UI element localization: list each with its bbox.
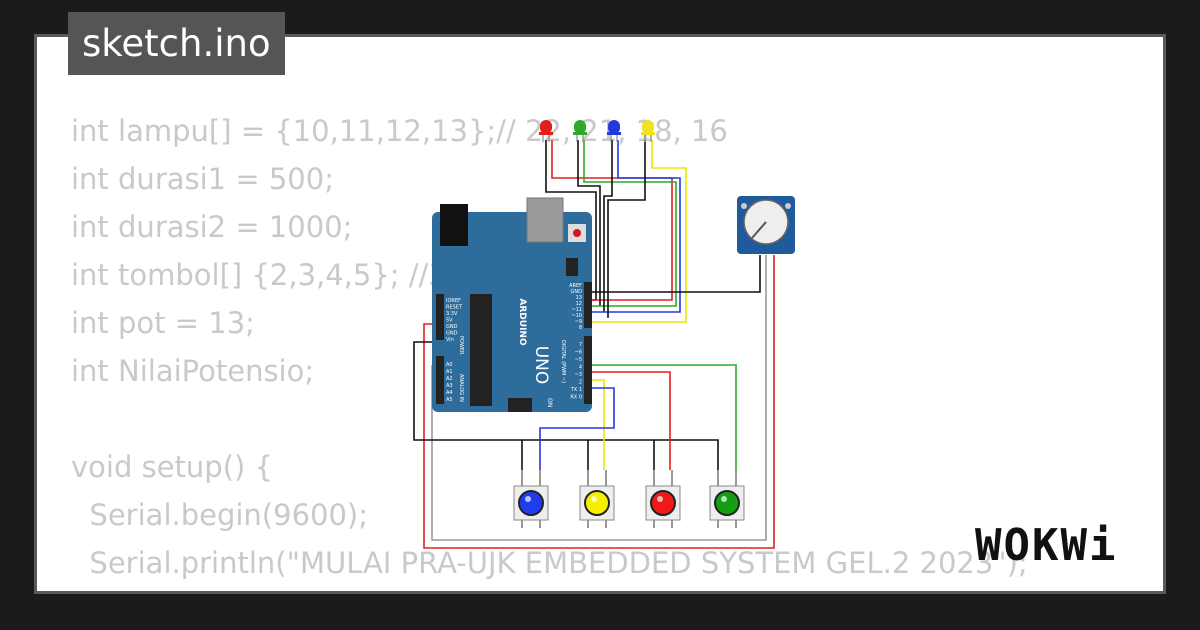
analog-label: ANALOG IN <box>458 374 464 402</box>
pin-label: A0 <box>446 362 453 368</box>
pin-label: 13 <box>576 295 582 301</box>
pin-label: A3 <box>446 383 453 389</box>
board-model-label: UNO <box>531 346 551 385</box>
red-led <box>539 120 553 142</box>
pin-label: RESET <box>446 305 463 311</box>
code-line: int tombol[] {2,3,4,5}; //3 <box>71 258 447 292</box>
pin-label: ~3 <box>575 372 582 378</box>
pin-label: RX 0 <box>570 395 582 401</box>
code-line: int pot = 13; <box>71 306 255 340</box>
file-title: sketch.ino <box>68 12 285 75</box>
red-pushbutton[interactable] <box>645 470 681 528</box>
pin-label: Vin <box>446 337 454 343</box>
green-led <box>573 120 587 142</box>
chip <box>470 294 492 406</box>
pin-label: A2 <box>446 376 453 382</box>
pin-label: ~10 <box>571 313 582 319</box>
pin-label: GND <box>571 289 583 295</box>
code-line: int durasi1 = 500; <box>71 162 334 196</box>
code-line: void setup() { <box>71 450 273 484</box>
pin-label: A4 <box>446 390 453 396</box>
pin-label: 4 <box>579 365 582 371</box>
pin-label: TX 1 <box>570 387 582 393</box>
yellow-led <box>641 120 655 142</box>
pin-label: ~6 <box>575 350 582 356</box>
digital-label: DIGITAL (PWM ~) <box>560 340 566 383</box>
pin-label: AREF <box>569 283 582 289</box>
pin-label: A1 <box>446 369 453 375</box>
code-line: Serial.begin(9600); <box>71 498 369 532</box>
pin-label: 8 <box>579 325 582 331</box>
power-label: POWER <box>458 336 464 355</box>
pin-label: ~5 <box>575 357 582 363</box>
pin-label: ~9 <box>575 319 582 325</box>
code-line: Serial.println("MULAI PRA-UJK EMBEDDED S… <box>71 546 1028 580</box>
pin-label: 3.3V <box>446 311 458 317</box>
yellow-pushbutton[interactable] <box>579 470 615 528</box>
arduino-uno-board: UNO ARDUINO ON DIGITAL (PWM ~) POWER ANA… <box>432 197 592 412</box>
on-label: ON <box>546 398 553 407</box>
potentiometer <box>737 196 795 254</box>
blue-pushbutton[interactable] <box>513 470 549 528</box>
usb-port <box>526 197 564 243</box>
pin-label: 2 <box>579 380 582 386</box>
pin-label: GND <box>446 324 458 330</box>
green-pushbutton[interactable] <box>709 470 745 528</box>
pin-label: ~11 <box>571 307 582 313</box>
wokwi-logo: WOKWi <box>975 520 1118 571</box>
code-line: int durasi2 = 1000; <box>71 210 353 244</box>
pin-label: 12 <box>576 301 582 307</box>
pin-label: 5V <box>446 318 453 324</box>
pin-label: 7 <box>579 342 582 348</box>
power-jack <box>440 204 468 246</box>
blue-led <box>607 120 621 142</box>
pin-label: GND <box>446 331 458 337</box>
code-line: int NilaiPotensio; <box>71 354 315 388</box>
board-brand-label: ARDUINO <box>517 298 527 346</box>
pin-label: A5 <box>446 397 453 403</box>
pin-label: IOREF <box>446 298 461 304</box>
